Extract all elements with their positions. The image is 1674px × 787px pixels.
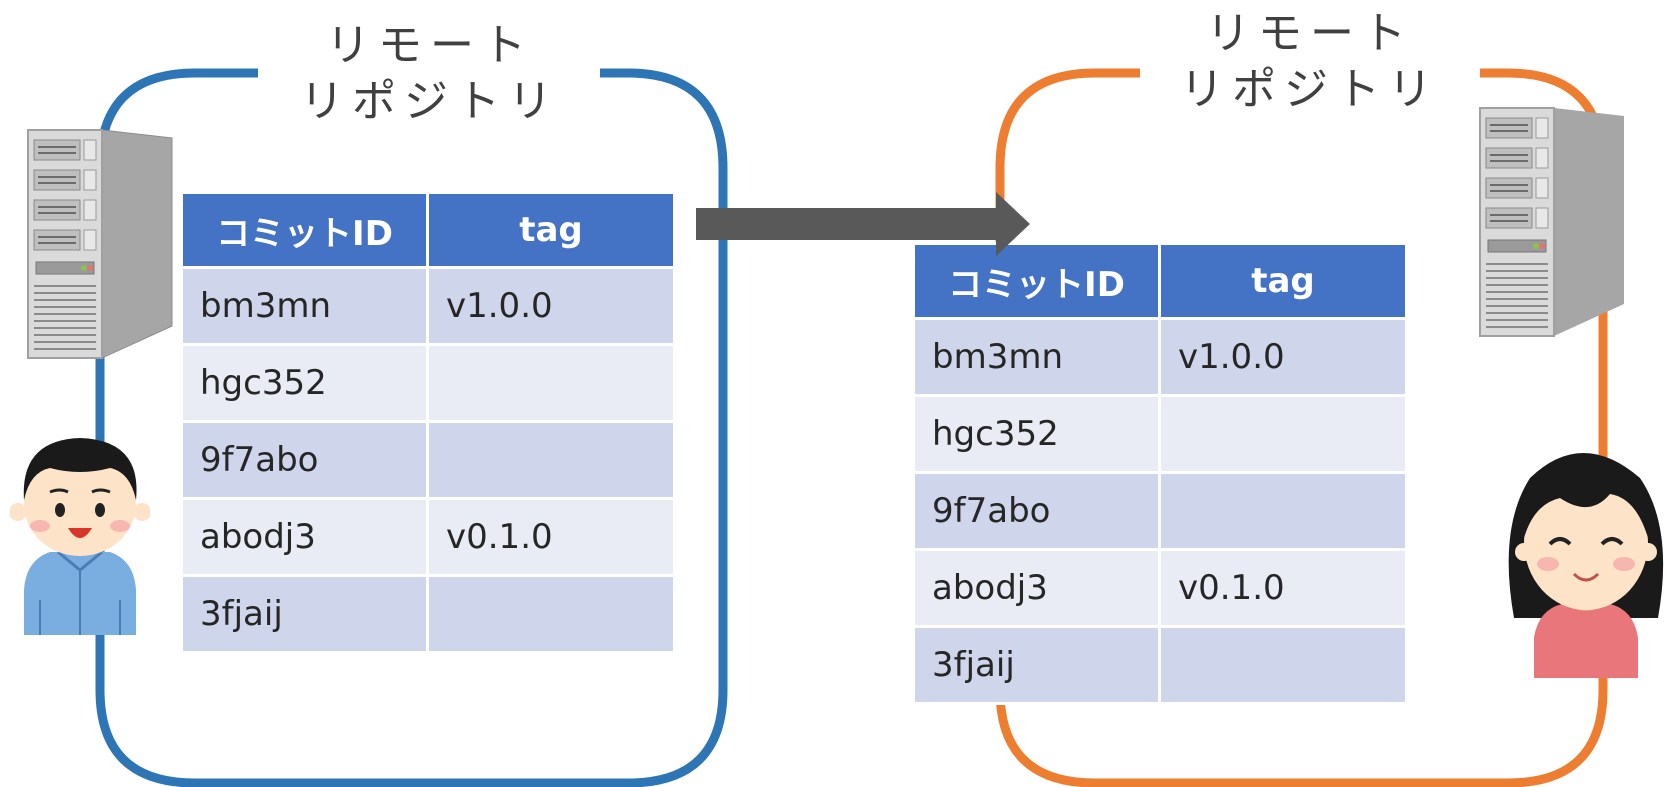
tag-cell: v1.0.0 [429, 269, 673, 343]
column-header-commit-id: コミットID [183, 194, 426, 266]
table-row: 3fjaij [183, 577, 673, 651]
tag-cell [1161, 474, 1405, 548]
server-icon [1479, 107, 1624, 337]
left-commit-table: コミットID tag bm3mn v1.0.0 hgc352 9f7abo ab… [180, 191, 676, 654]
left-repo-frame [95, 68, 728, 787]
commit-id-cell: bm3mn [183, 269, 426, 343]
table-row: hgc352 [915, 397, 1405, 471]
table-row: bm3mn v1.0.0 [915, 320, 1405, 394]
left-repo-title-line2: リポジトリ [300, 76, 560, 127]
commit-id-cell: abodj3 [183, 500, 426, 574]
table-row: 3fjaij [915, 628, 1405, 702]
left-repo-title-line1: リモート [326, 20, 534, 71]
commit-id-cell: 3fjaij [183, 577, 426, 651]
tag-cell: v0.1.0 [1161, 551, 1405, 625]
girl-user-icon [1508, 453, 1664, 678]
table-row: 9f7abo [915, 474, 1405, 548]
table-header-row: コミットID tag [915, 245, 1405, 317]
table-row: hgc352 [183, 346, 673, 420]
right-commit-table: コミットID tag bm3mn v1.0.0 hgc352 9f7abo ab… [912, 242, 1408, 705]
table-row: 9f7abo [183, 423, 673, 497]
right-repo-title-line2: リポジトリ [1180, 64, 1440, 115]
commit-id-cell: hgc352 [183, 346, 426, 420]
right-repo-title-line1: リモート [1206, 8, 1414, 59]
server-icon [27, 129, 173, 359]
right-repo-title: リモート リポジトリ [1180, 6, 1440, 118]
commit-id-cell: abodj3 [915, 551, 1158, 625]
commit-id-cell: 3fjaij [915, 628, 1158, 702]
commit-id-cell: 9f7abo [915, 474, 1158, 548]
table-row: abodj3 v0.1.0 [183, 500, 673, 574]
tag-cell [429, 423, 673, 497]
tag-cell: v0.1.0 [429, 500, 673, 574]
tag-cell [1161, 628, 1405, 702]
left-repo-title: リモート リポジトリ [300, 18, 560, 130]
tag-cell: v1.0.0 [1161, 320, 1405, 394]
column-header-commit-id: コミットID [915, 245, 1158, 317]
commit-id-cell: 9f7abo [183, 423, 426, 497]
tag-cell [429, 577, 673, 651]
arrow-right-icon [696, 192, 1030, 256]
boy-user-icon [10, 438, 150, 635]
column-header-tag: tag [1161, 245, 1405, 317]
tag-cell [1161, 397, 1405, 471]
table-header-row: コミットID tag [183, 194, 673, 266]
commit-id-cell: hgc352 [915, 397, 1158, 471]
column-header-tag: tag [429, 194, 673, 266]
table-row: bm3mn v1.0.0 [183, 269, 673, 343]
table-row: abodj3 v0.1.0 [915, 551, 1405, 625]
commit-id-cell: bm3mn [915, 320, 1158, 394]
tag-cell [429, 346, 673, 420]
